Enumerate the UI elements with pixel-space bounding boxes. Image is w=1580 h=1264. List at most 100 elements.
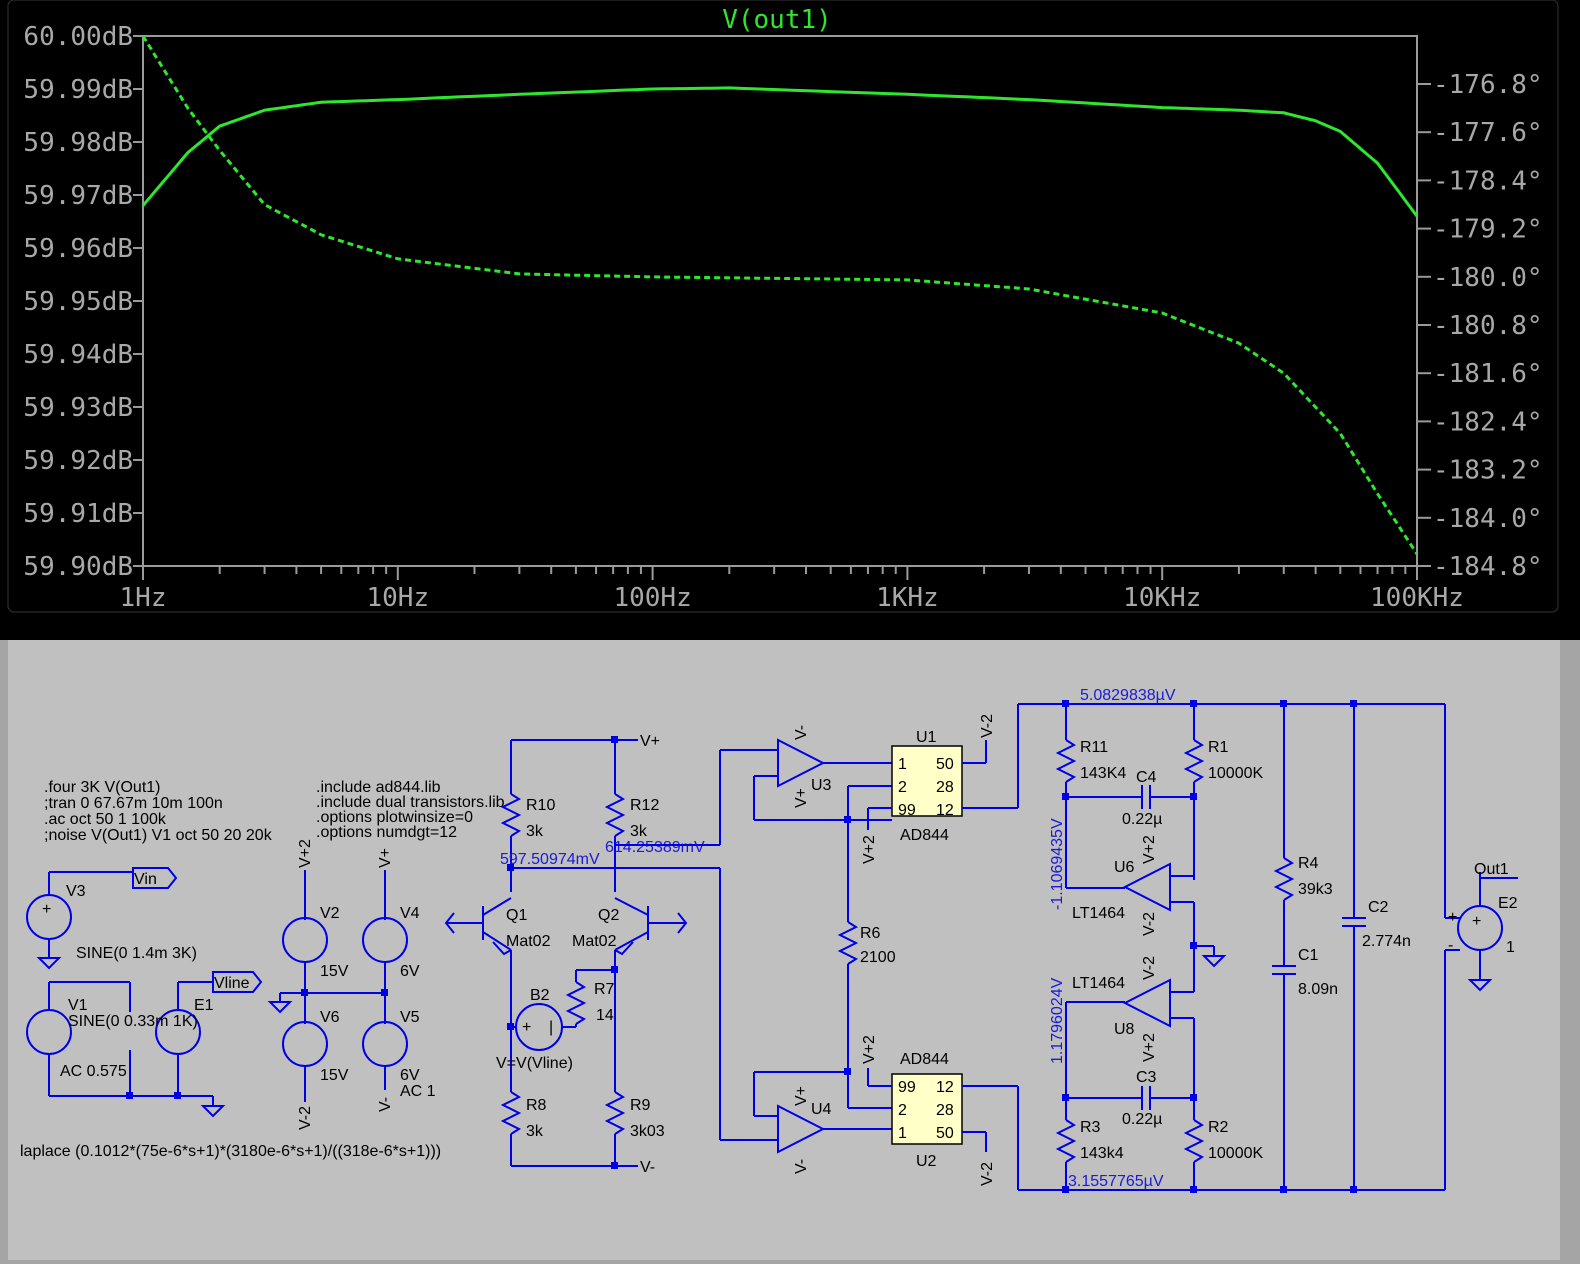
- u2-supply: V-2: [979, 1162, 996, 1186]
- trace-title[interactable]: V(out1): [722, 5, 832, 35]
- schematic-editor[interactable]: .four 3K V(Out1) ;tran 0 67.67m 10m 100n…: [8, 640, 1560, 1260]
- u6-part: LT1464: [1072, 905, 1125, 922]
- right-tick-label: -180.8°: [1433, 311, 1543, 341]
- c3-name: C3: [1136, 1069, 1157, 1086]
- schematic-canvas[interactable]: .four 3K V(Out1) ;tran 0 67.67m 10m 100n…: [8, 640, 1560, 1260]
- waveform-plot-pane[interactable]: V(out1) 60.00dB 59.99dB 59.98dB 59.97dB 59.9…: [0, 0, 1580, 640]
- v1-value: SINE(0 0.33m 1K): [68, 1013, 198, 1030]
- x-tick-label: 10Hz: [366, 583, 429, 613]
- r10-name: R10: [526, 797, 555, 814]
- u2-pin1: 1: [898, 1125, 907, 1142]
- right-tick-label: -178.4°: [1433, 166, 1543, 196]
- traces: [141, 35, 1419, 555]
- r6-value: 2100: [860, 949, 896, 966]
- u1-pin50: 50: [936, 756, 954, 773]
- r1-value: 10000K: [1208, 765, 1263, 782]
- left-tick-label: 59.91dB: [23, 499, 133, 529]
- u2-part: AD844: [900, 1051, 949, 1068]
- v1-name: V1: [68, 997, 88, 1014]
- x-tick-label: 100Hz: [613, 583, 691, 613]
- e2-minus: -: [1448, 937, 1453, 954]
- phase-trace: [141, 35, 1419, 555]
- right-tick-label: -183.2°: [1433, 456, 1543, 486]
- label-vline: Vline: [214, 975, 250, 992]
- r9-name: R9: [630, 1097, 651, 1114]
- magnitude-trace: [141, 86, 1419, 218]
- left-tick-label: 59.93dB: [23, 393, 133, 423]
- vminus-label: V-: [640, 1159, 655, 1176]
- x-tick-label: 10KHz: [1123, 583, 1201, 613]
- u1-name: U1: [916, 729, 937, 746]
- u3-vminus: V-: [793, 725, 810, 740]
- u6-name: U6: [1114, 859, 1135, 876]
- riaa-network[interactable]: 5.0829838µV R11 143K4 R1 10000K C4: [1018, 687, 1518, 1193]
- left-tick-label: 59.90dB: [23, 552, 133, 582]
- u4-vplus: V+: [793, 1086, 810, 1106]
- r9-value: 3k03: [630, 1123, 665, 1140]
- x-tick-label: 1Hz: [120, 583, 167, 613]
- c3-value: 0.22µ: [1122, 1111, 1162, 1128]
- u2-pin99: 99: [898, 1079, 916, 1096]
- v3-value: SINE(0 1.4m 3K): [76, 945, 197, 962]
- supply-sources[interactable]: V2 15V V6 15V V4 6V V5 6V AC 1 V+2 V+ V-…: [267, 839, 436, 1130]
- q2-value: Mat02: [572, 933, 617, 950]
- directive-tran[interactable]: ;tran 0 67.67m 10m 100n: [44, 795, 223, 812]
- net-label-out1: Out1: [1474, 861, 1509, 878]
- right-tick-label: -184.8°: [1433, 552, 1543, 582]
- input-opamps[interactable]: U3 V- V+ U4 V+ V- R6 2100: [719, 725, 896, 1174]
- r1-name: R1: [1208, 739, 1229, 756]
- u1-pin99: 99: [898, 802, 916, 819]
- left-tick-label: 59.97dB: [23, 181, 133, 211]
- node-voltage-u6: -1.1069435V: [1049, 818, 1066, 910]
- differential-pair[interactable]: V+ R10 3k R12 3k 597.50974mV 614.25389mV: [444, 733, 720, 1176]
- r3-name: R3: [1080, 1119, 1101, 1136]
- x-tick-label: 100KHz: [1370, 583, 1464, 613]
- source-v3[interactable]: + V3 SINE(0 1.4m 3K) Vin: [26, 867, 197, 970]
- directive-include-ad844[interactable]: .include ad844.lib: [316, 779, 441, 796]
- directive-four[interactable]: .four 3K V(Out1): [44, 779, 161, 796]
- source-v1-e1[interactable]: V1 SINE(0 0.33m 1K) AC 0.575 E1 Vline: [26, 971, 263, 1118]
- q1-name: Q1: [506, 907, 527, 924]
- node-voltage-q1c: 597.50974mV: [500, 851, 600, 868]
- right-tick-label: -184.0°: [1433, 504, 1543, 534]
- v4-value: 6V: [400, 963, 420, 980]
- b2-value: V=V(Vline): [496, 1055, 573, 1072]
- laplace-expression[interactable]: laplace (0.1012*(75e-6*s+1)*(3180e-6*s+1…: [20, 1143, 441, 1160]
- node-voltage-top: 5.0829838µV: [1080, 687, 1176, 704]
- u1-pin28: 28: [936, 779, 954, 796]
- c4-value: 0.22µ: [1122, 811, 1162, 828]
- r12-name: R12: [630, 797, 659, 814]
- waveform-plot[interactable]: V(out1) 60.00dB 59.99dB 59.98dB 59.97dB 59.9…: [0, 0, 1580, 640]
- r4-value: 39k3: [1298, 881, 1333, 898]
- ad844-u1[interactable]: U1 AD844 1 2 99 50 28 12 V-2 V+2: [861, 704, 1019, 864]
- left-tick-label: 60.00dB: [23, 22, 133, 52]
- left-tick-label: 59.99dB: [23, 75, 133, 105]
- u6-vplus2: V+2: [1141, 835, 1158, 864]
- ad844-u2[interactable]: AD844 U2 99 2 1 12 28 50 V-2 V+2: [861, 1035, 1019, 1190]
- directive-noise[interactable]: ;noise V(Out1) V1 oct 50 20 20k: [44, 827, 273, 844]
- r2-name: R2: [1208, 1119, 1229, 1136]
- left-tick-label: 59.95dB: [23, 287, 133, 317]
- vplus-label: V+: [640, 733, 660, 750]
- left-tick-label: 59.98dB: [23, 128, 133, 158]
- c2-name: C2: [1368, 899, 1389, 916]
- v2-name: V2: [320, 905, 340, 922]
- r7-value: 14: [596, 1007, 614, 1024]
- directive-plotwinsize[interactable]: .options plotwinsize=0: [316, 809, 473, 826]
- r11-value: 143K4: [1080, 765, 1126, 782]
- node-voltage-bottom: 3.1557765µV: [1068, 1173, 1164, 1190]
- u2-name: U2: [916, 1153, 937, 1170]
- r4-name: R4: [1298, 855, 1319, 872]
- u2-vplus2: V+2: [861, 1035, 878, 1064]
- r3-value: 143k4: [1080, 1145, 1124, 1162]
- u1-supply: V-2: [979, 714, 996, 738]
- r11-name: R11: [1080, 739, 1108, 756]
- directive-ac[interactable]: .ac oct 50 1 100k: [44, 811, 167, 828]
- spice-directives[interactable]: .four 3K V(Out1) ;tran 0 67.67m 10m 100n…: [20, 779, 505, 1160]
- left-tick-label: 59.96dB: [23, 234, 133, 264]
- u2-pin50: 50: [936, 1125, 954, 1142]
- directive-numdgt[interactable]: .options numdgt=12: [316, 824, 457, 841]
- directive-include-transistors[interactable]: .include dual transistors.lib: [316, 794, 505, 811]
- right-tick-label: -182.4°: [1433, 407, 1543, 437]
- e2-plus: +: [1448, 909, 1457, 926]
